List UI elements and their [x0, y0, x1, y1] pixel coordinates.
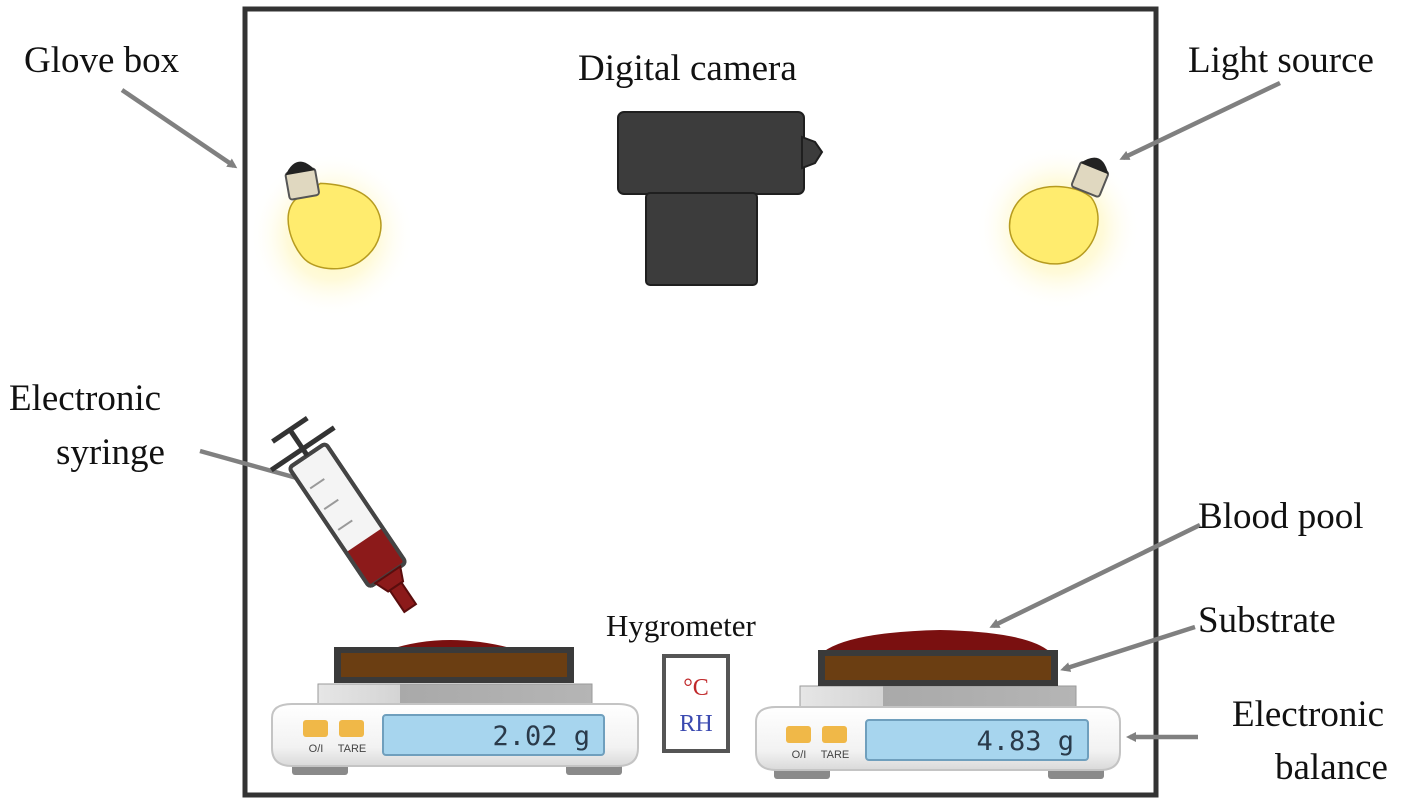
hygrometer-icon: °C RH	[662, 654, 730, 753]
arrow-blood-pool	[989, 522, 1201, 629]
camera-icon	[617, 111, 824, 286]
label-hygrometer: Hygrometer	[606, 608, 756, 643]
substrate-right	[818, 650, 1058, 686]
label-substrate: Substrate	[1198, 600, 1336, 641]
label-digital-camera: Digital camera	[578, 48, 797, 89]
label-blood-pool: Blood pool	[1198, 496, 1364, 537]
label-glove-box: Glove box	[24, 40, 180, 81]
power-button-label-left: O/I	[309, 743, 324, 755]
electronic-balance-left: O/I TARE 2.02 g	[271, 683, 639, 775]
label-balance-line1: Electronic	[1232, 694, 1385, 735]
arrow-syringe	[199, 448, 308, 484]
power-button-label-right: O/I	[792, 749, 807, 761]
arrow-glove-box	[120, 88, 238, 169]
light-bulb-left-icon	[250, 153, 414, 317]
blood-pool-right	[823, 630, 1050, 652]
arrow-substrate	[1060, 624, 1196, 672]
label-syringe-line2: syringe	[56, 432, 165, 473]
balance-reading-left: 2.02 g	[492, 721, 590, 752]
label-light-source: Light source	[1188, 40, 1374, 81]
label-syringe-line1: Electronic	[9, 378, 162, 419]
hygrometer-temperature-unit: °C	[683, 675, 709, 701]
balance-reading-right: 4.83 g	[976, 726, 1074, 757]
tare-button-label-left: TARE	[338, 743, 367, 755]
hygrometer-humidity-unit: RH	[679, 711, 712, 737]
tare-button-label-right: TARE	[821, 749, 850, 761]
electronic-balance-right: O/I TARE 4.83 g	[755, 685, 1121, 779]
substrate-left	[334, 647, 574, 683]
syringe-icon	[269, 415, 418, 614]
label-balance-line2: balance	[1275, 747, 1388, 788]
label-arrows	[120, 80, 1281, 742]
glove-box-outline	[242, 6, 1159, 798]
light-bulb-right-icon	[976, 146, 1140, 310]
arrow-light-source	[1119, 80, 1281, 161]
